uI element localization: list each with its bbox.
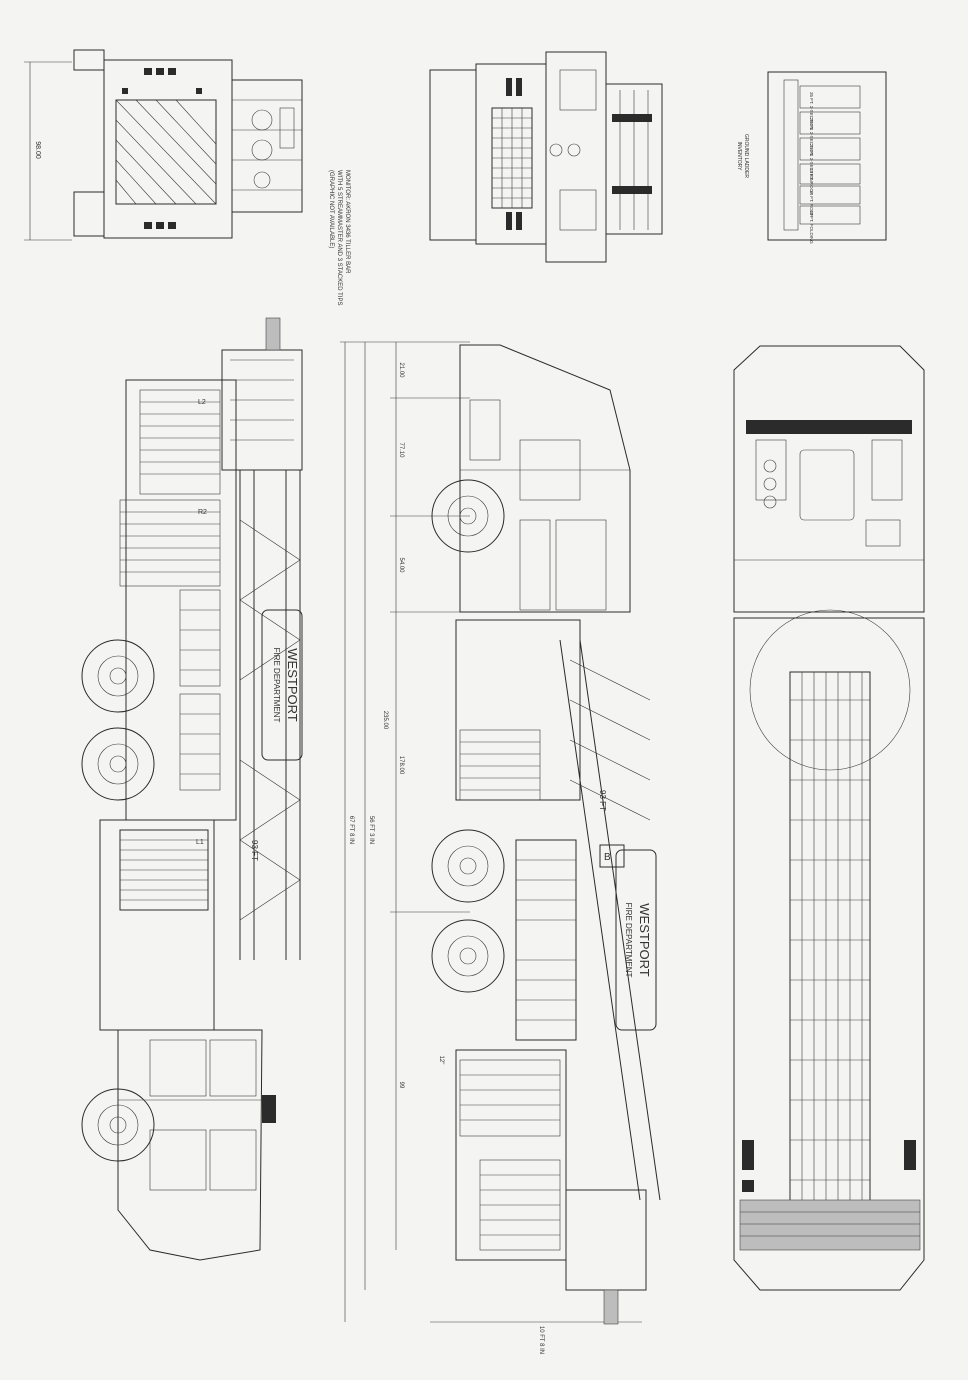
center-dept-sub: FIRE DEPARTMENT xyxy=(624,903,633,978)
side-view-left: L2 R2 L1 WESTPORT FIRE DEPARTMENT 93 FT xyxy=(81,317,303,1261)
inventory-item-3: 24 FT. 2-SECTION xyxy=(809,144,814,182)
dim-3: 54.00 xyxy=(398,557,404,573)
compartment-l1-label: L1 xyxy=(196,839,204,846)
wheel xyxy=(81,727,155,801)
inventory-item-2: 28 FT. 2-SECTION xyxy=(809,118,814,156)
inventory-item-4: 16 FT. ROOF xyxy=(809,168,814,195)
top-view xyxy=(733,345,925,1291)
ground-ladder-inventory: GROUND LADDER INVENTORY 35 FT. 2-SECTION… xyxy=(736,71,887,244)
wheel xyxy=(431,479,505,553)
dim-8: 12" xyxy=(438,1056,444,1065)
dim-10: 10 FT 8 IN xyxy=(538,1326,544,1354)
center-dept-name: WESTPORT xyxy=(637,903,652,976)
dim-1: 21.00 xyxy=(398,362,404,378)
wheel xyxy=(81,1088,155,1162)
wheel xyxy=(431,919,505,993)
dim-4: 235.00 xyxy=(382,711,388,730)
dim-2: 77.10 xyxy=(398,442,404,458)
monitor-note-3: (GRAPHIC NOT AVAILABLE) xyxy=(328,170,334,248)
compartment-r2-label: R2 xyxy=(198,509,207,516)
center-ladder-length: 93 FT xyxy=(598,790,607,811)
dim-9: 99 xyxy=(398,1082,404,1089)
inventory-item-1: 35 FT. 2-SECTION xyxy=(809,92,814,130)
wheel xyxy=(431,829,505,903)
monitor-note-2: WITH 5 STREAMMASTER AND 3 STACKED TIPS xyxy=(336,170,342,305)
side-dept-name: WESTPORT xyxy=(285,648,300,721)
inventory-item-6: 10 FT. FOLDING xyxy=(809,210,814,244)
dim-5: 178.00 xyxy=(398,756,404,775)
inventory-item-5: 14 FT. ROOF xyxy=(809,190,814,217)
side-view-center: 93 FT WESTPORT FIRE DEPARTMENT B xyxy=(431,344,661,1325)
rear-view: 98.00 MONITOR: AKRON 3436 TILLER BAR WIT… xyxy=(24,49,350,305)
front-view xyxy=(429,51,663,263)
wheel xyxy=(81,639,155,713)
inventory-title-2: INVENTORY xyxy=(736,142,742,172)
dim-7: 67 FT 8 IN xyxy=(348,816,354,844)
rear-width-dim: 98.00 xyxy=(34,141,41,159)
side-ladder-length: 93 FT xyxy=(250,840,259,861)
inventory-title-1: GROUND LADDER xyxy=(743,134,749,178)
compartment-l2-label: L2 xyxy=(198,399,206,406)
side-dept-sub: FIRE DEPARTMENT xyxy=(272,648,281,723)
monitor-note-1: MONITOR: AKRON 3436 TILLER BAR xyxy=(344,170,350,274)
compartment-b-label: B xyxy=(604,852,611,863)
dim-6: 56 FT 3 IN xyxy=(368,816,374,844)
